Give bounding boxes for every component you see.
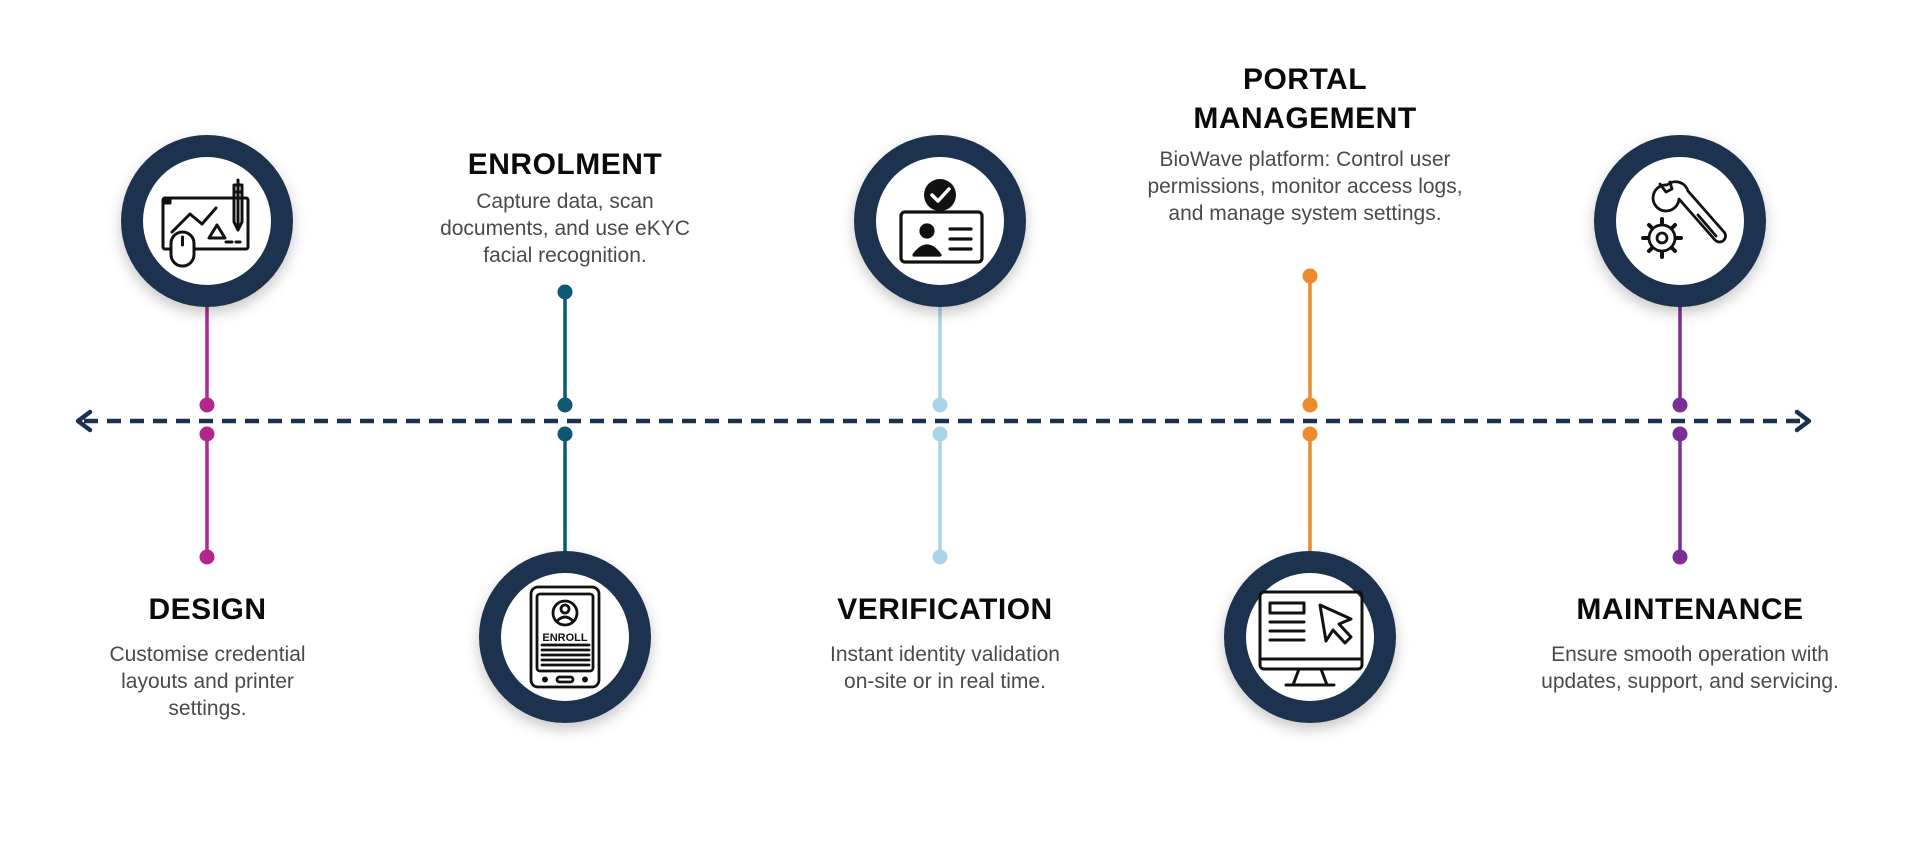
design-dot-lower-a [199,426,215,442]
design-connector [199,290,215,565]
maintenance-connector [1672,290,1688,565]
timeline-arrow-left [75,409,93,433]
design-badge [121,135,293,307]
maintenance-dot-upper [1672,397,1688,413]
portal-connector [1302,268,1318,560]
portal-badge [1224,551,1396,723]
design-dot-lower-b [199,549,215,565]
design-title: DESIGN [148,593,267,626]
enrolment-dot-upper-b [557,397,573,413]
enrolment-description: Capture data, scan documents, and use eK… [440,190,690,267]
verification-description: Instant identity validation on-site or i… [830,643,1060,693]
enrolment-badge: ENROLL [479,551,651,723]
portal-dot-upper-a [1302,268,1318,284]
timeline-arrow-right [1794,409,1812,433]
maintenance-description: Ensure smooth operation with updates, su… [1541,643,1839,693]
check-mark-icon [930,187,951,203]
design-description: Customise credential layouts and printer… [109,643,306,720]
maintenance-title: MAINTENANCE [1576,593,1804,626]
verification-badge [854,135,1026,307]
enroll-device-icon [529,585,601,689]
verification-dot-lower-a [932,426,948,442]
check-badge-icon [924,179,956,211]
enrolment-dot-upper-a [557,284,573,300]
enroll-icon-label: ENROLL [542,632,588,644]
verification-connector [932,290,948,565]
design-tablet-pen-icon [161,178,250,268]
maintenance-dot-lower-b [1672,549,1688,565]
wrench-gear-icon [1641,180,1727,259]
timeline-axis [75,409,1812,433]
portal-management-title: PORTAL MANAGEMENT [1193,63,1417,135]
enrolment-connector [557,284,573,560]
verification-dot-lower-b [932,549,948,565]
verification-title: VERIFICATION [837,593,1053,626]
maintenance-dot-lower-a [1672,426,1688,442]
portal-management-description: BioWave platform: Control user permissio… [1147,148,1463,225]
enrolment-title: ENROLMENT [467,148,663,181]
enrolment-dot-lower [557,426,573,442]
portal-dot-upper-b [1302,397,1318,413]
design-dot-upper [199,397,215,413]
portal-dot-lower [1302,426,1318,442]
maintenance-badge [1594,135,1766,307]
monitor-cursor-icon [1258,590,1364,687]
verified-id-card-icon [899,210,984,264]
verification-dot-upper [932,397,948,413]
